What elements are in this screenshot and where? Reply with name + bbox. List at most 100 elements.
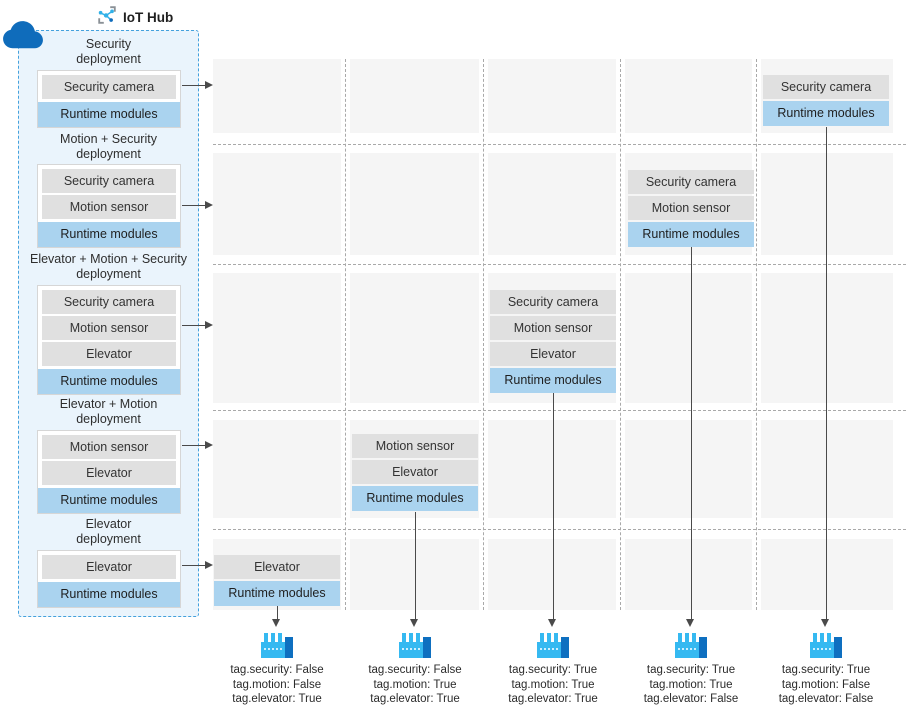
deployment-subtitle: deployment — [76, 412, 141, 426]
deployment-name: Elevator — [85, 517, 132, 531]
deployment-name: Security — [85, 37, 132, 51]
module-chip: Motion sensor — [490, 316, 616, 340]
dashed-column-separator — [483, 59, 484, 610]
factory-icon — [535, 631, 571, 661]
device-arrow — [272, 606, 281, 627]
runtime-modules-chip: Runtime modules — [490, 368, 616, 393]
module-chip: Motion sensor — [628, 196, 754, 220]
iot-hub-header: IoT Hub — [96, 4, 173, 31]
runtime-modules-chip: Runtime modules — [38, 222, 180, 247]
module-chip: Elevator — [42, 461, 176, 485]
device-stack-1: Elevator Runtime modules — [214, 555, 340, 606]
module-chip: Motion sensor — [42, 435, 176, 459]
deployment-title-elevator-motion-security: Elevator + Motion + Security deployment — [18, 252, 199, 282]
deployment-name: Motion + Security — [60, 132, 157, 146]
tag-line: tag.elevator: False — [778, 693, 874, 705]
dashed-column-separator — [756, 59, 757, 610]
runtime-modules-chip: Runtime modules — [38, 582, 180, 607]
device-arrow — [548, 393, 557, 627]
tag-line: tag.security: False — [230, 664, 324, 676]
tag-line: tag.elevator: True — [232, 693, 322, 705]
runtime-modules-chip: Runtime modules — [214, 581, 340, 606]
grid-band-row2 — [213, 153, 893, 255]
device-arrow — [410, 512, 419, 627]
tag-line: tag.security: True — [646, 664, 736, 676]
device-tags-4: tag.security: True tag.motion: True tag.… — [611, 663, 771, 707]
device-arrow — [686, 247, 695, 627]
deployment-arrow — [182, 561, 213, 570]
tag-line: tag.motion: True — [511, 678, 595, 691]
runtime-modules-chip: Runtime modules — [38, 369, 180, 394]
tag-line: tag.elevator: False — [643, 693, 739, 705]
device-stack-2: Motion sensor Elevator Runtime modules — [352, 434, 478, 511]
factory-icon — [808, 631, 844, 661]
factory-icon — [673, 631, 709, 661]
module-chip: Elevator — [352, 460, 478, 484]
module-chip: Elevator — [42, 342, 176, 366]
device-stack-4: Security camera Motion sensor Runtime mo… — [628, 170, 754, 247]
module-chip: Security camera — [42, 169, 176, 193]
dashed-row-separator — [213, 264, 906, 265]
runtime-modules-chip: Runtime modules — [38, 488, 180, 513]
deployment-subtitle: deployment — [76, 52, 141, 66]
runtime-modules-chip: Runtime modules — [38, 102, 180, 127]
deployment-stack-elevator-motion: Motion sensor Elevator Runtime modules — [37, 430, 181, 514]
module-chip: Elevator — [490, 342, 616, 366]
dashed-column-separator — [345, 59, 346, 610]
module-chip: Elevator — [42, 555, 176, 579]
deployment-name: Elevator + Motion + Security — [29, 252, 188, 266]
deployment-subtitle: deployment — [76, 147, 141, 161]
deployment-arrow — [182, 201, 213, 210]
dashed-column-separator — [620, 59, 621, 610]
deployment-arrow — [182, 321, 213, 330]
deployment-arrow — [182, 441, 213, 450]
deployment-title-security: Security deployment — [18, 37, 199, 67]
deployment-stack-elevator-motion-security: Security camera Motion sensor Elevator R… — [37, 285, 181, 395]
device-stack-5: Security camera Runtime modules — [763, 75, 889, 126]
tag-line: tag.elevator: True — [508, 693, 598, 705]
deployment-subtitle: deployment — [76, 267, 141, 281]
deployment-stack-motion-security: Security camera Motion sensor Runtime mo… — [37, 164, 181, 248]
factory-icon — [397, 631, 433, 661]
module-chip: Motion sensor — [42, 316, 176, 340]
iot-hub-label: IoT Hub — [123, 10, 174, 25]
module-chip: Elevator — [214, 555, 340, 579]
device-arrow — [821, 127, 830, 627]
tag-line: tag.motion: True — [649, 678, 733, 691]
device-tags-5: tag.security: True tag.motion: False tag… — [746, 663, 906, 707]
tag-line: tag.security: True — [508, 664, 598, 676]
device-tags-1: tag.security: False tag.motion: False ta… — [197, 663, 357, 707]
deployment-title-elevator: Elevator deployment — [18, 517, 199, 547]
cloud-icon — [1, 18, 45, 56]
runtime-modules-chip: Runtime modules — [352, 486, 478, 511]
runtime-modules-chip: Runtime modules — [763, 101, 889, 126]
module-chip: Motion sensor — [352, 434, 478, 458]
dashed-row-separator — [213, 410, 906, 411]
deployment-title-elevator-motion: Elevator + Motion deployment — [18, 397, 199, 427]
dashed-row-separator — [213, 144, 906, 145]
factory-icon — [259, 631, 295, 661]
module-chip: Security camera — [628, 170, 754, 194]
deployment-name: Elevator + Motion — [59, 397, 158, 411]
module-chip: Security camera — [42, 75, 176, 99]
tag-line: tag.security: True — [781, 664, 871, 676]
tag-line: tag.motion: False — [232, 678, 322, 691]
deployment-title-motion-security: Motion + Security deployment — [18, 132, 199, 162]
tag-line: tag.motion: True — [373, 678, 457, 691]
deployment-stack-elevator: Elevator Runtime modules — [37, 550, 181, 608]
device-tags-2: tag.security: False tag.motion: True tag… — [335, 663, 495, 707]
device-tags-3: tag.security: True tag.motion: True tag.… — [473, 663, 633, 707]
device-stack-3: Security camera Motion sensor Elevator R… — [490, 290, 616, 393]
dashed-row-separator — [213, 529, 906, 530]
module-chip: Security camera — [42, 290, 176, 314]
module-chip: Security camera — [763, 75, 889, 99]
tag-line: tag.elevator: True — [370, 693, 460, 705]
runtime-modules-chip: Runtime modules — [628, 222, 754, 247]
deployment-subtitle: deployment — [76, 532, 141, 546]
iot-hub-icon — [96, 4, 118, 31]
deployment-stack-security: Security camera Runtime modules — [37, 70, 181, 128]
tag-line: tag.motion: False — [781, 678, 871, 691]
module-chip: Security camera — [490, 290, 616, 314]
module-chip: Motion sensor — [42, 195, 176, 219]
